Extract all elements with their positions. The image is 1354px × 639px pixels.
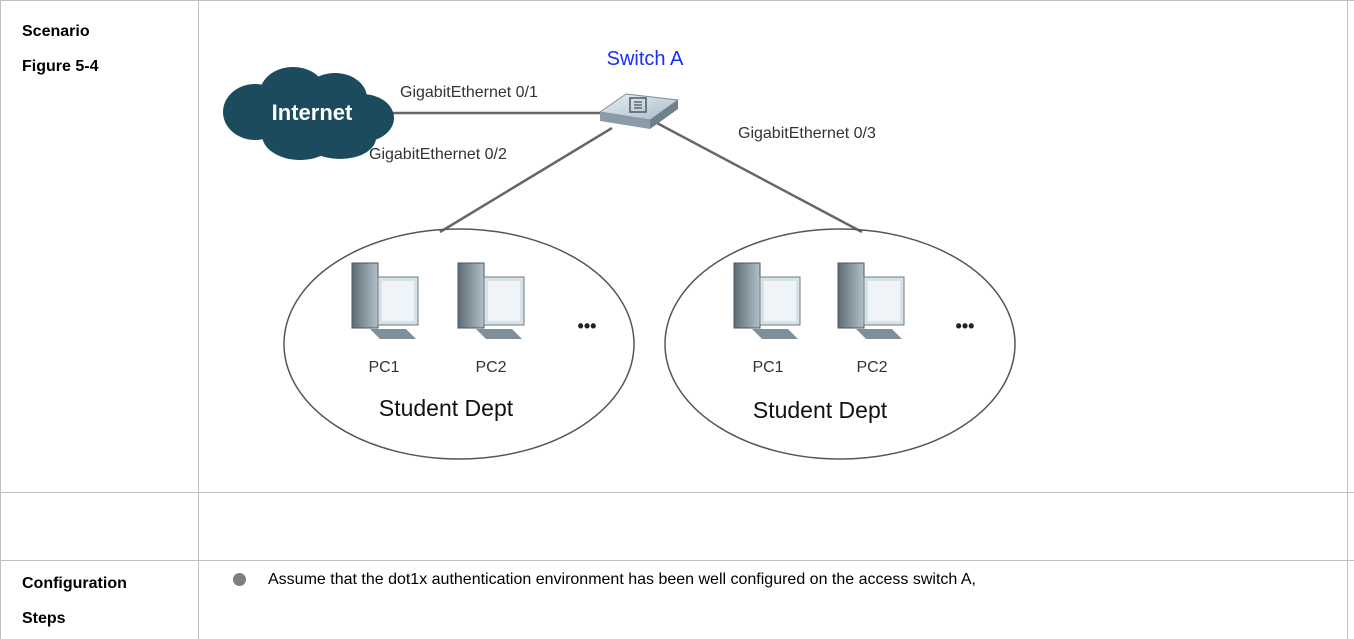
label-steps: Steps [22,610,66,627]
table-border-right [1347,0,1348,639]
empty-row [0,493,1354,560]
internet-cloud-icon [223,67,394,160]
pc1-icon [351,262,419,339]
pc1-label-left: PC1 [368,359,399,376]
group-ellipse-left [283,228,635,460]
pc1-label-right: PC1 [752,359,783,376]
link-gi02 [439,126,613,234]
pc2-icon [837,262,905,339]
dept-label-left: Student Dept [379,395,514,421]
ellipsis-left: ••• [578,316,597,336]
group-ellipse-right [664,228,1016,460]
table-border-left [0,0,1,639]
ellipsis-right: ••• [956,316,975,336]
port-label-gi03: GigabitEthernet 0/3 [738,125,876,142]
label-configuration: Configuration [22,575,127,592]
row-divider [0,560,1354,561]
configuration-steps-label: Configuration Steps [22,566,127,636]
pc2-icon [457,262,525,339]
pc1-icon [733,262,801,339]
switch-icon [598,93,680,129]
port-label-gi02: GigabitEthernet 0/2 [369,146,507,163]
switch-a-label: Switch A [607,48,684,70]
step-text: Assume that the dot1x authentication env… [268,571,976,588]
internet-label: Internet [272,100,353,125]
port-label-gi01: GigabitEthernet 0/1 [400,84,538,101]
label-scenario: Scenario [22,23,90,40]
network-diagram: Internet Switch A GigabitEthernet 0/1 Gi… [223,48,1016,460]
pc2-label-right: PC2 [856,359,887,376]
bullet-icon [233,573,246,586]
label-figure-number: Figure 5-4 [22,58,99,75]
column-divider [198,0,199,639]
scenario-label: Scenario Figure 5-4 [22,14,98,84]
link-gi03 [654,120,863,234]
pc2-label-left: PC2 [475,359,506,376]
table-border-top [0,0,1354,1]
dept-label-right: Student Dept [753,397,888,423]
row-divider [0,492,1354,493]
